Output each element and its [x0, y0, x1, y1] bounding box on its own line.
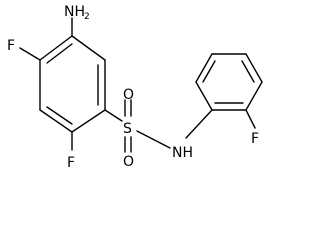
structure-diagram: NH 2 F F S O O NH F	[7, 4, 263, 171]
bond-c6-c1-inner	[46, 43, 73, 64]
bond-r5-r6-inner	[202, 60, 216, 83]
oxygen-top-label: O	[123, 87, 134, 103]
fluoro-2-label: F	[67, 155, 75, 171]
amine-h-count: 2	[84, 12, 90, 22]
amine-label: NH	[64, 4, 85, 20]
bond-c4-c5	[39, 109, 73, 133]
bond-r3-r4	[245, 53, 263, 83]
fluoro-aryl-label: F	[251, 131, 259, 147]
bond-r3-r4-inner	[241, 60, 255, 83]
bond-r2-r3	[245, 81, 263, 111]
bond-c6-c1	[39, 35, 73, 61]
bond-c6-fluoro	[19, 47, 41, 61]
bond-c3-sulfur	[104, 109, 123, 122]
sulfur-label: S	[123, 121, 132, 137]
bond-r2-fluoro	[245, 109, 256, 129]
bond-r6-r1	[195, 81, 213, 111]
bond-c1-c2	[71, 35, 106, 61]
bond-s-nh	[136, 130, 171, 149]
bond-nh-aryl	[185, 109, 213, 139]
bond-r5-r6	[195, 53, 213, 83]
molecule-drawing: NH 2 F F S O O NH F	[7, 4, 263, 171]
oxygen-bottom-label: O	[123, 154, 134, 170]
sulfonyl-group	[124, 99, 171, 153]
left-benzene-ring	[39, 35, 106, 133]
bond-c3-c4	[71, 109, 106, 133]
right-benzene-ring	[195, 53, 263, 111]
fluoro-4-label: F	[7, 38, 15, 54]
bond-c4-c5-inner	[46, 106, 73, 125]
sulfonamide-nh-label: NH	[172, 145, 193, 161]
